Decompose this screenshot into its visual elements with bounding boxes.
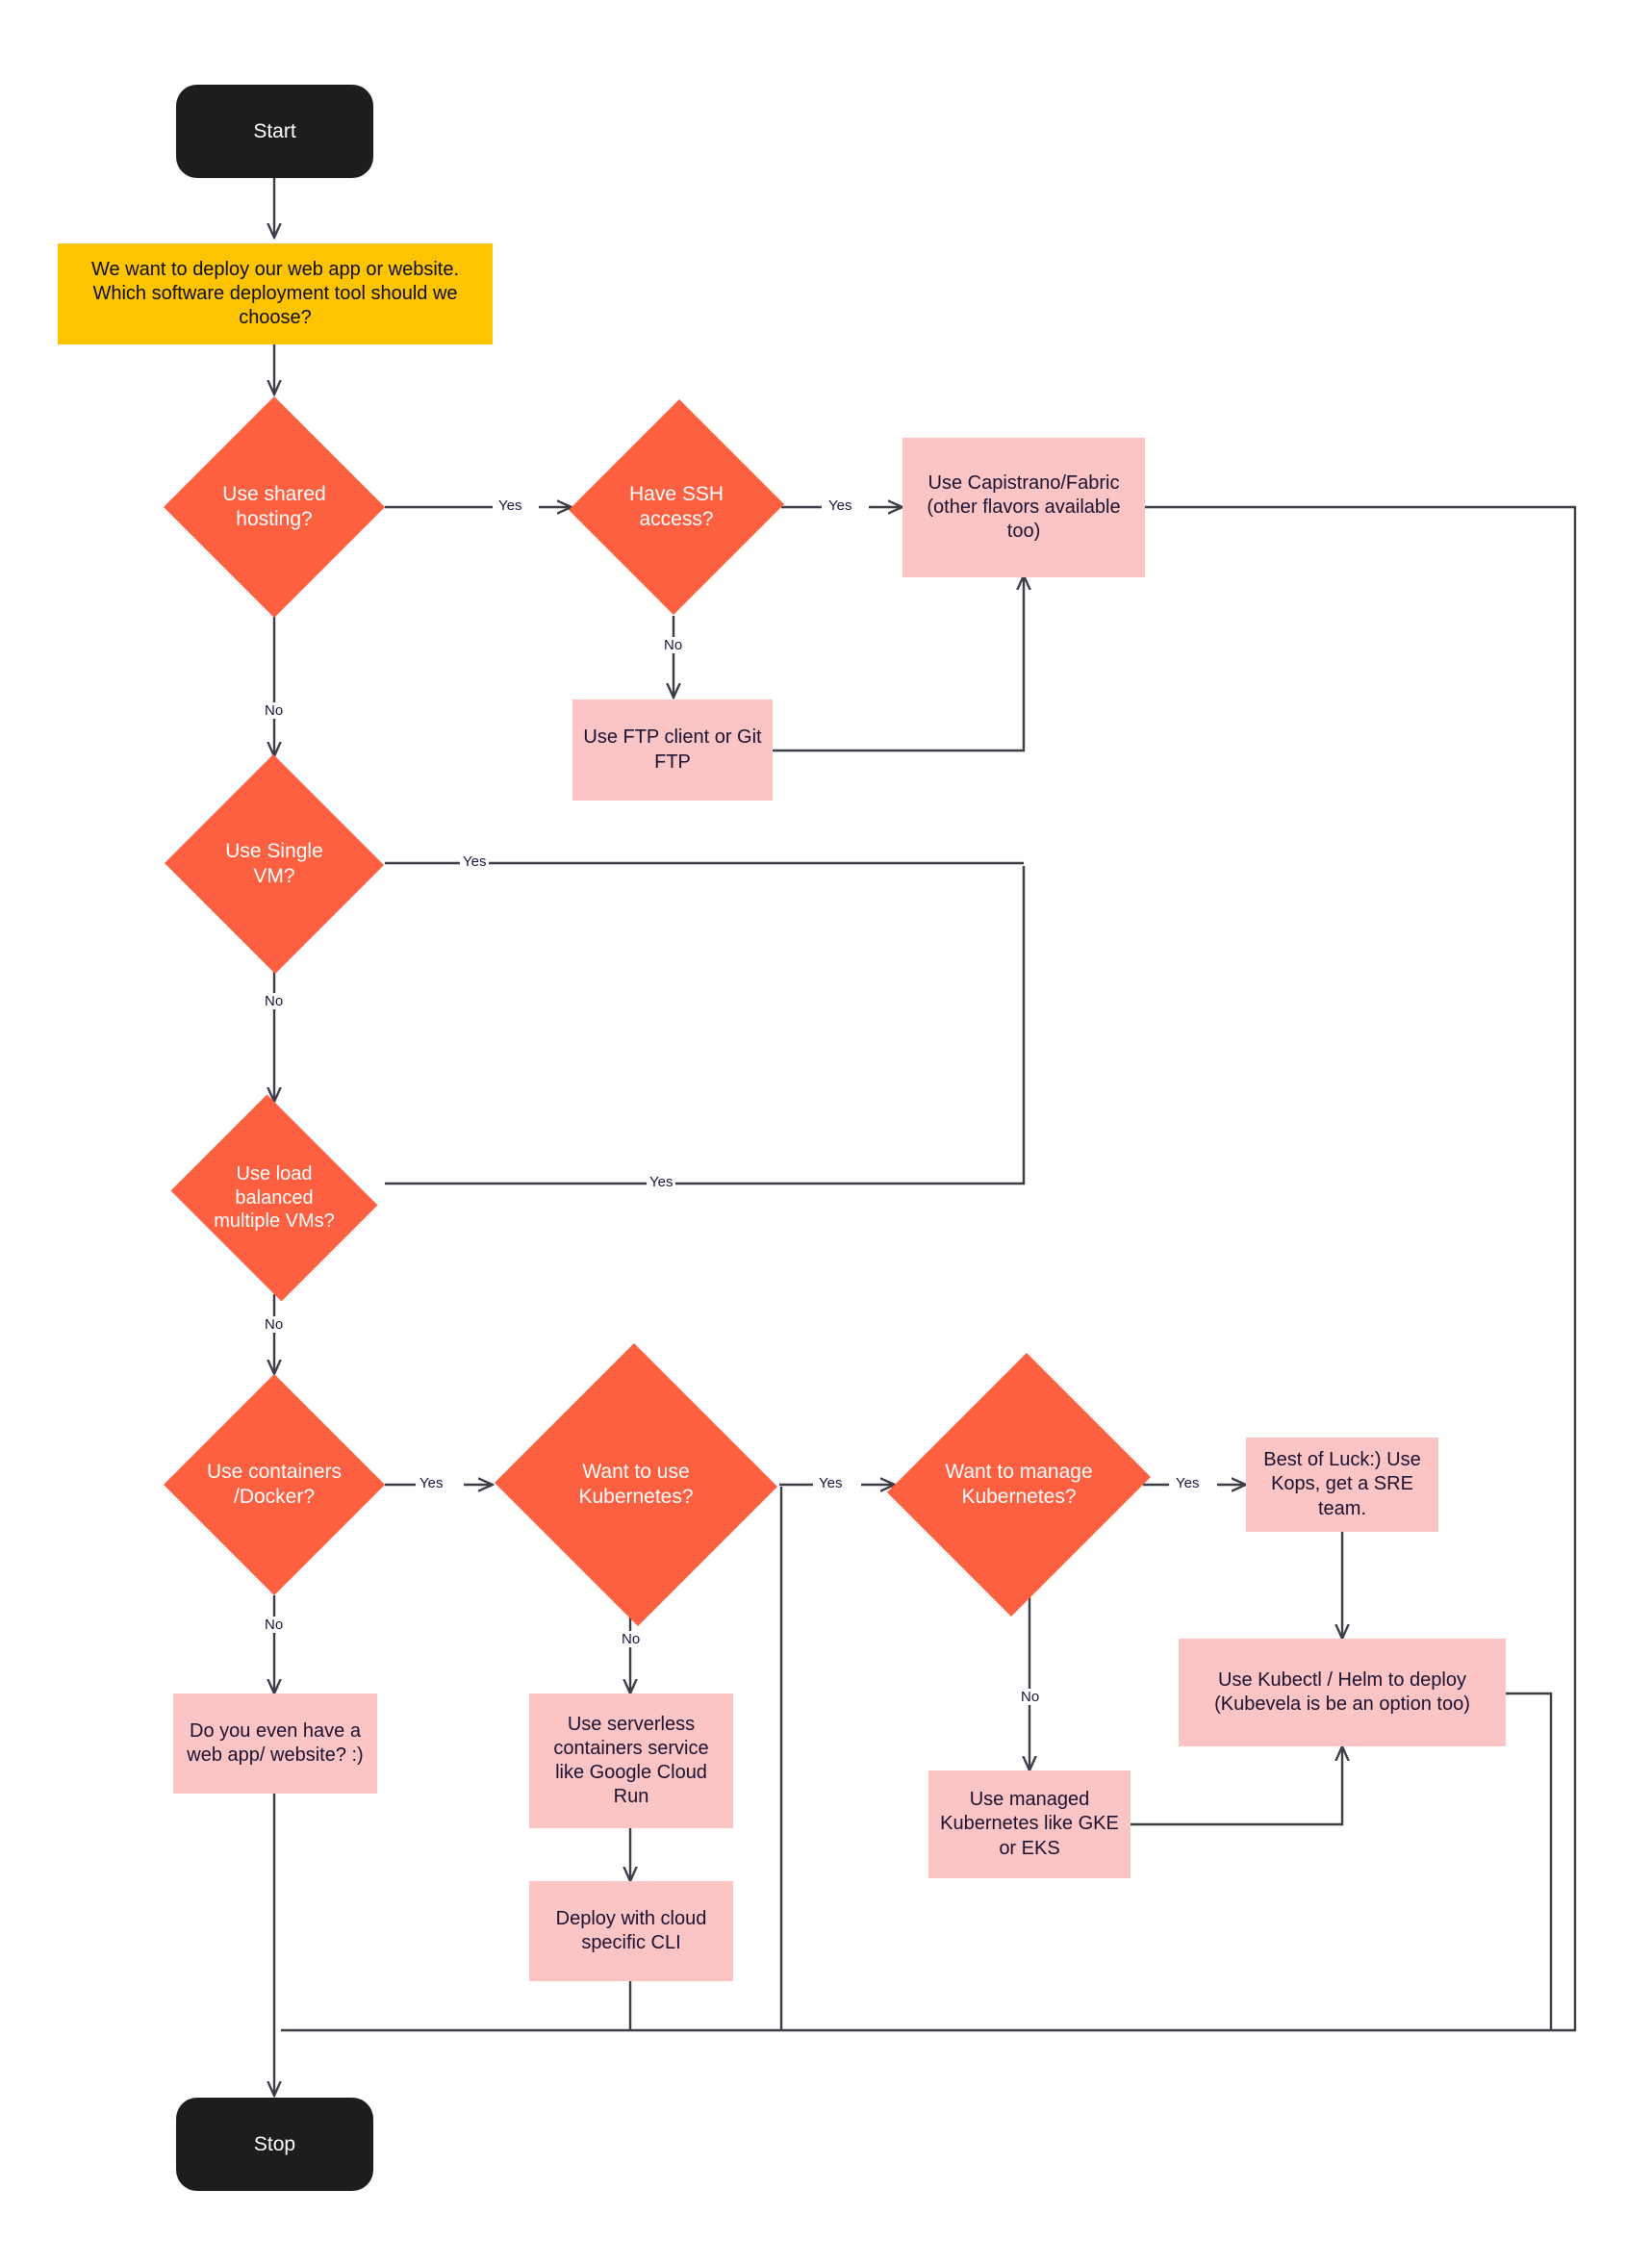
edge-label-load-balanced-no: No: [262, 1316, 287, 1333]
edge-label-shared-hosting-no: No: [262, 702, 287, 719]
edge-capistrano-to-bottom: [281, 505, 1577, 2032]
node-use-shared-hosting-label: Use shared hosting?: [222, 483, 326, 530]
node-do-you-have-webapp-label: Do you even have a web app/ website? :): [187, 1719, 364, 1766]
node-use-shared-hosting[interactable]: Use shared hosting?: [163, 395, 386, 619]
node-use-kubectl-helm[interactable]: Use Kubectl / Helm to deploy (Kubevela i…: [1179, 1639, 1506, 1746]
node-use-capistrano-fabric-label: Use Capistrano/Fabric (other flavors ava…: [927, 471, 1121, 543]
node-use-managed-kubernetes[interactable]: Use managed Kubernetes like GKE or EKS: [928, 1770, 1131, 1878]
edge-label-single-vm-no: No: [262, 993, 287, 1009]
edge-label-want-kubernetes-no: No: [619, 1631, 644, 1647]
node-prompt[interactable]: We want to deploy our web app or website…: [58, 243, 493, 344]
node-use-serverless-containers[interactable]: Use serverless containers service like G…: [529, 1693, 733, 1828]
edge-label-want-kubernetes-yes: Yes: [816, 1475, 846, 1491]
edge-label-shared-hosting-yes: Yes: [496, 497, 525, 514]
node-want-to-use-kubernetes-label: Want to use Kubernetes?: [578, 1461, 694, 1508]
node-have-ssh-access[interactable]: Have SSH access?: [568, 396, 785, 618]
edge-label-containers-yes: Yes: [417, 1475, 446, 1491]
edge-managed-k8s-to-kubectl: [1131, 1746, 1342, 1826]
edge-label-ssh-yes: Yes: [826, 497, 855, 514]
edge-kubectl-to-bottom: [1506, 1692, 1553, 2030]
node-want-to-use-kubernetes[interactable]: Want to use Kubernetes?: [493, 1342, 779, 1627]
edge-label-load-balanced-yes: Yes: [647, 1174, 676, 1190]
node-use-single-vm[interactable]: Use Single VM?: [164, 753, 385, 975]
node-use-load-balanced-vms-label: Use load balanced multiple VMs?: [214, 1163, 335, 1233]
node-have-ssh-access-label: Have SSH access?: [628, 483, 724, 530]
node-use-ftp-client[interactable]: Use FTP client or Git FTP: [572, 700, 773, 801]
edge-label-containers-no: No: [262, 1617, 287, 1633]
node-use-containers-docker[interactable]: Use containers /Docker?: [163, 1373, 386, 1596]
node-want-to-manage-kubernetes[interactable]: Want to manage Kubernetes?: [886, 1345, 1152, 1624]
node-start[interactable]: Start: [176, 85, 373, 178]
node-best-of-luck-kops-label: Best of Luck:) Use Kops, get a SRE team.: [1263, 1449, 1421, 1519]
node-best-of-luck-kops[interactable]: Best of Luck:) Use Kops, get a SRE team.: [1246, 1438, 1438, 1532]
node-use-single-vm-label: Use Single VM?: [225, 840, 323, 887]
edge-load-balanced-yes: [385, 866, 1026, 1185]
edge-label-single-vm-yes: Yes: [460, 853, 490, 870]
node-stop[interactable]: Stop: [176, 2098, 373, 2191]
node-do-you-have-webapp[interactable]: Do you even have a web app/ website? :): [173, 1693, 377, 1794]
node-want-to-manage-kubernetes-label: Want to manage Kubernetes?: [945, 1461, 1093, 1508]
node-use-containers-docker-label: Use containers /Docker?: [206, 1461, 343, 1508]
node-use-capistrano-fabric[interactable]: Use Capistrano/Fabric (other flavors ava…: [902, 438, 1145, 577]
node-stop-label: Stop: [253, 2132, 296, 2155]
node-use-managed-kubernetes-label: Use managed Kubernetes like GKE or EKS: [940, 1789, 1119, 1859]
node-use-serverless-containers-label: Use serverless containers service like G…: [553, 1713, 709, 1808]
node-use-kubectl-helm-label: Use Kubectl / Helm to deploy (Kubevela i…: [1214, 1668, 1470, 1715]
node-use-load-balanced-vms[interactable]: Use load balanced multiple VMs?: [164, 1094, 385, 1302]
node-use-ftp-client-label: Use FTP client or Git FTP: [583, 726, 762, 773]
node-deploy-cloud-cli-label: Deploy with cloud specific CLI: [555, 1907, 707, 1953]
node-prompt-label: We want to deploy our web app or website…: [90, 259, 460, 328]
edge-ftp-to-capistrano: [773, 575, 1024, 752]
edge-label-manage-kubernetes-no: No: [1018, 1689, 1043, 1705]
node-start-label: Start: [253, 119, 296, 142]
edge-label-ssh-no: No: [661, 637, 686, 653]
edge-label-manage-kubernetes-yes: Yes: [1173, 1475, 1203, 1491]
node-deploy-cloud-cli[interactable]: Deploy with cloud specific CLI: [529, 1881, 733, 1981]
